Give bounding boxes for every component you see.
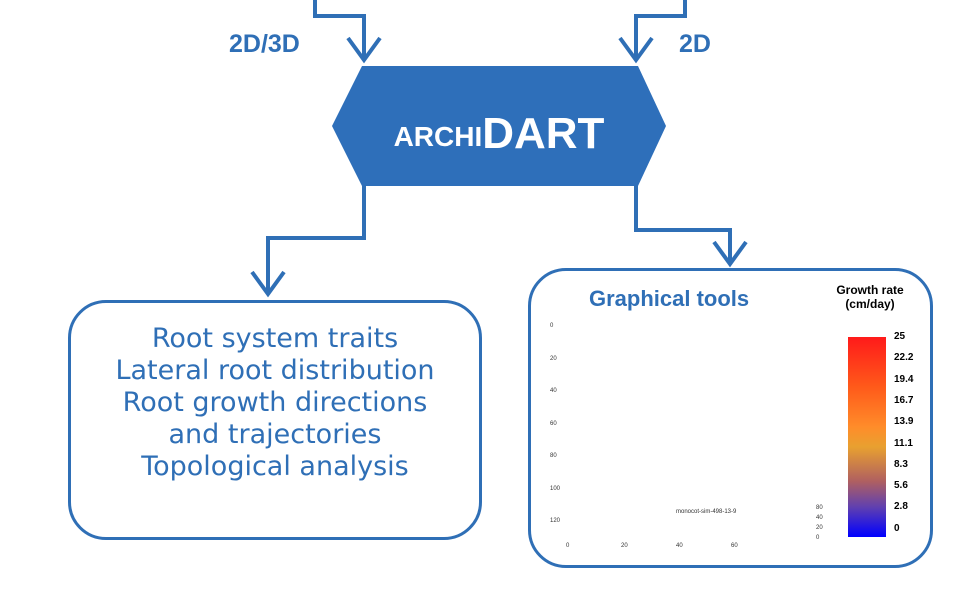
z-axis-tick: 80 (550, 453, 557, 459)
traits-list: Root system traits Lateral root distribu… (71, 323, 479, 483)
z-axis-tick: 20 (550, 355, 557, 362)
arrowhead-down-icon (250, 270, 286, 298)
legend-tick-label: 16.7 (894, 394, 914, 406)
traits-box: Root system traits Lateral root distribu… (68, 300, 482, 540)
output-connector-left (266, 186, 366, 292)
legend-tick-label: 11.1 (894, 437, 913, 449)
arrowhead-down-icon (346, 36, 382, 64)
arrowheads (250, 36, 748, 298)
z-axis-tick: 40 (550, 388, 557, 394)
y-axis-tick: 80 (816, 505, 823, 511)
x-axis-tick: 0 (566, 543, 570, 549)
x-axis-tick: 60 (731, 543, 738, 549)
y-axis-tick: 40 (816, 515, 823, 521)
arrowhead-down-icon (618, 36, 654, 64)
connectors (266, 0, 732, 292)
legend-title-line: (cm/day) (845, 297, 895, 311)
input-connector-right (634, 0, 687, 58)
x-axis-tick: 40 (676, 543, 683, 549)
archidart-prefix: ARCHI (393, 121, 483, 152)
legend-tick-label: 0 (894, 522, 900, 534)
input-connector-left (313, 0, 366, 58)
legend-tick-label: 5.6 (894, 480, 908, 492)
trait-item: and trajectories (168, 419, 382, 450)
legend-tick-label: 22.2 (894, 352, 914, 364)
arrowhead-down-icon (712, 240, 748, 268)
plot-caption: monocot-sim-498-13-9 (676, 509, 737, 515)
legend-title: Growth rate (cm/day) (820, 283, 920, 311)
y-axis-tick: 0 (816, 535, 820, 541)
legend-title-line: Growth rate (836, 283, 904, 297)
z-axis-tick: 0 (550, 323, 554, 329)
legend-tick-label: 25 (894, 331, 906, 342)
legend-tick-label: 13.9 (894, 416, 914, 428)
input-label-right: 2D (679, 30, 711, 58)
growth-rate-colorbar (848, 337, 886, 537)
trait-item: Root growth directions (122, 387, 428, 418)
x-axis-tick: 20 (621, 543, 628, 549)
legend-tick-label: 8.3 (894, 458, 908, 470)
z-axis-tick: 60 (550, 420, 557, 427)
z-axis-tick: 120 (550, 518, 561, 524)
graphical-tools-title: Graphical tools (589, 286, 750, 311)
output-connector-right (634, 186, 732, 262)
archidart-main: DART (482, 109, 605, 158)
z-axis-tick: 100 (550, 485, 561, 492)
legend-tick-label: 19.4 (894, 373, 914, 385)
archidart-hexagon (332, 66, 666, 186)
legend-tick-label: 2.8 (894, 501, 908, 513)
y-axis-tick: 20 (816, 525, 823, 531)
input-label-left: 2D/3D (229, 30, 300, 58)
trait-item: Lateral root distribution (115, 355, 435, 386)
trait-item: Topological analysis (141, 451, 409, 482)
trait-item: Root system traits (151, 323, 399, 354)
